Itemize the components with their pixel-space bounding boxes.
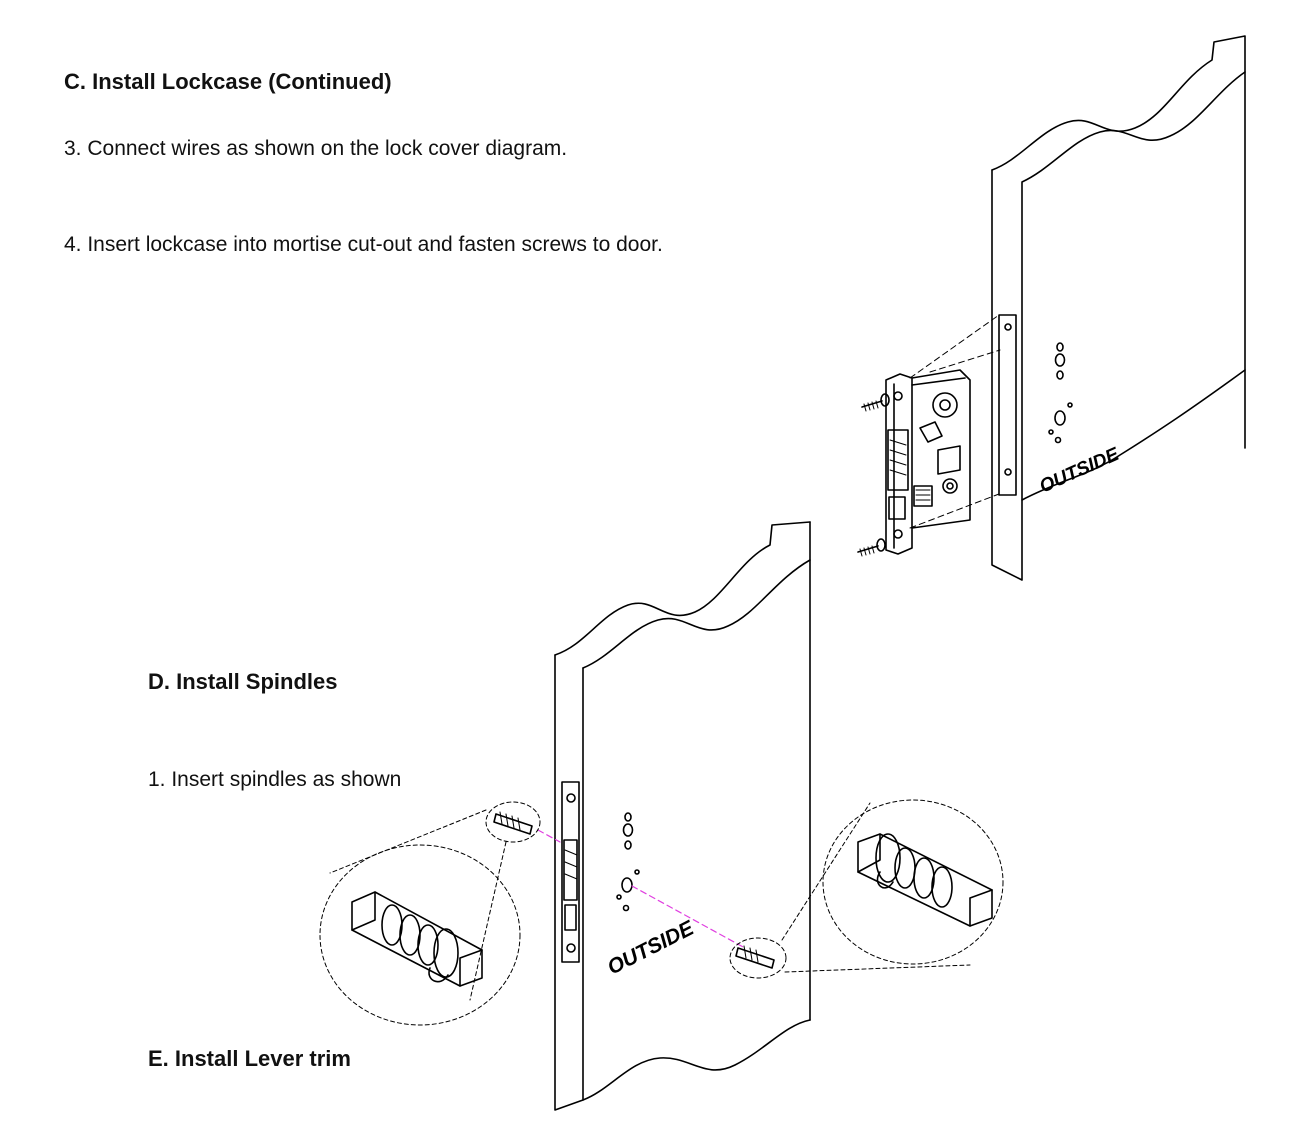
step-4-text: 4. Insert lockcase into mortise cut-out …	[64, 233, 663, 256]
screw-icon	[857, 538, 886, 557]
outside-label-top: OUTSIDE	[1036, 443, 1123, 497]
spindle-detail-callout	[319, 809, 521, 1026]
spindle-axis-line	[631, 885, 746, 949]
lockcase-illustration	[885, 314, 1001, 555]
section-d-heading: D. Install Spindles	[148, 669, 338, 694]
screw-icon	[861, 393, 890, 412]
step-d1-text: 1. Insert spindles as shown	[148, 768, 402, 791]
spindle-axis-line	[537, 829, 561, 843]
section-c-heading: C. Install Lockcase (Continued)	[64, 69, 392, 94]
section-e-heading: E. Install Lever trim	[148, 1046, 351, 1071]
spindle-detail-callout	[781, 799, 1004, 973]
door-edge-illustration	[991, 35, 1246, 581]
spindle-icon	[729, 937, 787, 979]
step-3-text: 3. Connect wires as shown on the lock co…	[64, 137, 568, 160]
outside-label-bottom: OUTSIDE	[604, 916, 698, 979]
door-with-lockcase-illustration	[554, 521, 811, 1111]
spindle-icon	[485, 801, 541, 843]
